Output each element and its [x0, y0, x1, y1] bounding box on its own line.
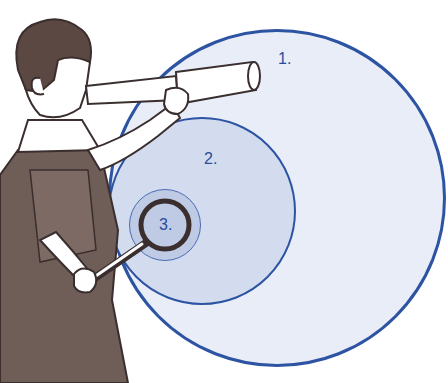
circle-shape [109, 118, 295, 304]
hand [74, 268, 96, 292]
shirt [18, 120, 100, 152]
telescope-tube [176, 62, 256, 104]
magnifier-handle-shine [90, 244, 142, 280]
callout-number: 3. [159, 217, 172, 233]
callout-number: 1. [278, 51, 291, 67]
arm [88, 104, 180, 170]
ear [32, 78, 44, 95]
scope-circle: 3. [129, 189, 201, 261]
telescope-body [86, 76, 178, 104]
lower-arm [40, 232, 90, 280]
face [22, 44, 90, 118]
hand [164, 88, 188, 114]
overall-bib [30, 170, 96, 262]
circle-shape [110, 31, 445, 366]
magnifier-ring [141, 201, 189, 249]
circle-shape [130, 190, 201, 261]
scope-circle: 1. 2. 3. [108, 29, 446, 367]
scope-circle: 2. 3. [108, 117, 296, 305]
overalls [0, 150, 128, 383]
hair [16, 19, 91, 92]
telescope-lens [248, 62, 260, 90]
callout-number: 2. [204, 151, 217, 167]
magnifier-handle [86, 243, 146, 284]
